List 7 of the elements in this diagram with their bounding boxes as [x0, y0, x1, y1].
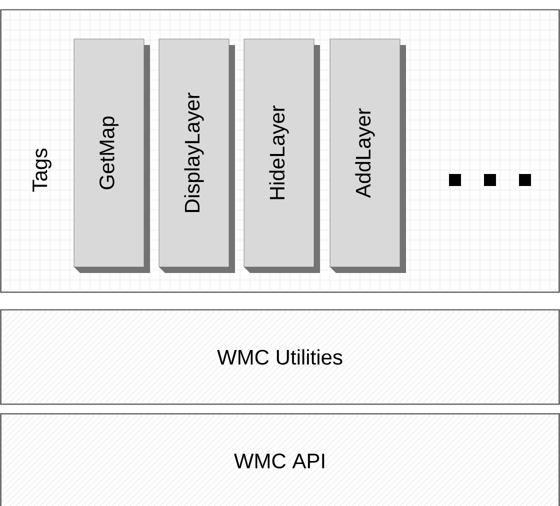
panel-title: Tags [32, 148, 52, 192]
tag-box: DisplayLayer [158, 38, 235, 273]
tag-box: GetMap [74, 38, 150, 273]
layer-band: WMC API [0, 413, 560, 506]
tag-box: AddLayer [330, 38, 406, 273]
tag-box: HideLayer [244, 38, 320, 273]
layer-band: WMC Utilities [0, 309, 560, 405]
